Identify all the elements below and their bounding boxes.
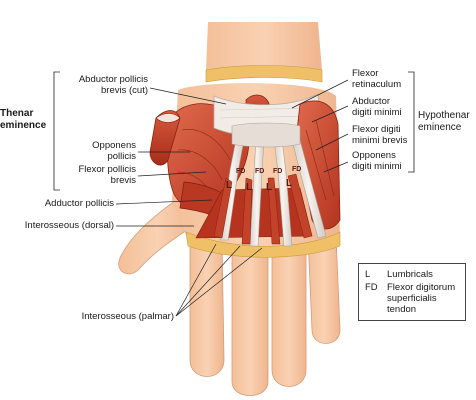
leader-flexor-pollicis-brevis [137,171,207,177]
legend-box: L Lumbricals FD Flexor digitorum superfi… [358,263,466,321]
lumbrical-1 [213,177,233,239]
thenar-striation-2 [177,149,223,181]
mark-lumbrical-1: L [226,180,233,191]
label-abductor-pollicis-brevis: Abductor pollicis brevis (cut) [78,74,148,96]
little-finger [307,235,341,344]
lumbrical-4 [287,173,313,239]
label-flexor-digiti-minimi-brevis: Flexor digiti minimi brevis [352,124,408,146]
thenar-striation-1 [181,129,231,161]
label-opponens-digiti-minimi: Opponens digiti minimi [352,150,402,172]
mark-fds-3: FD [273,168,283,175]
mark-fds-2: FD [255,168,265,175]
forearm-skin [206,22,322,70]
leader-abductor-pollicis-brevis [149,87,227,105]
label-flexor-retinaculum: Flexor retinaculum [352,68,402,90]
group-thenar-eminence: Thenar eminence [0,108,47,131]
label-abductor-digiti-minimi: Abductor digiti minimi [352,96,402,118]
mark-lumbrical-3: L [266,182,273,193]
ring-finger [271,243,307,387]
abductor-cut-surface [155,113,181,123]
mark-lumbrical-4: L [286,178,293,189]
hypothenar-bracket [408,71,415,173]
thenar-bracket [53,71,60,191]
leader-opponens-digiti-minimi [323,161,349,173]
palmar-fat-band [185,231,341,258]
legend-fd-text: Flexor digitorum superficialis tendon [387,282,456,315]
label-interosseous-palmar: Interosseous (palmar) [81,311,174,322]
leader-interosseous-palmar-1 [175,243,217,317]
leader-flexor-retinaculum [291,79,349,109]
index-finger [189,239,225,377]
leader-interosseous-palmar-3 [175,247,263,317]
fingers [118,199,341,396]
label-interosseous-dorsal: Interosseous (dorsal) [24,220,114,231]
leader-lines [115,79,349,317]
legend-l-key: L [365,269,371,280]
hypothenar-striation-1 [305,129,327,201]
label-flexor-pollicis-brevis: Flexor pollicis brevis [78,164,136,186]
leader-interosseous-palmar-2 [175,245,241,317]
group-brackets [53,71,415,191]
leader-flexor-digiti-minimi-brevis [315,133,349,151]
legend-fd-key: FD [365,282,378,293]
legend-l-text: Lumbricals [387,269,433,280]
leader-adductor-pollicis [115,199,213,205]
lumbrical-2 [241,177,253,245]
label-opponens-pollicis: Opponens pollicis [92,140,136,162]
middle-finger [231,243,269,396]
tendon-bundle-under-retinaculum [231,122,301,148]
lumbrical-3 [267,177,281,245]
flexor-tendons [213,122,327,247]
mark-fds-1: FD [236,168,246,175]
hypothenar-striation-2 [315,119,335,197]
leader-abductor-digiti-minimi [311,105,349,123]
mark-lumbrical-2: L [246,182,253,193]
mark-fds-4: FD [292,166,302,173]
thumb [118,199,197,275]
wrist-fat-band [205,65,323,83]
group-hypothenar-eminence: Hypothenar eminence [418,110,470,133]
label-adductor-pollicis: Adductor pollicis [44,198,114,209]
abductor-pollicis-brevis-cut-stump [149,110,181,166]
